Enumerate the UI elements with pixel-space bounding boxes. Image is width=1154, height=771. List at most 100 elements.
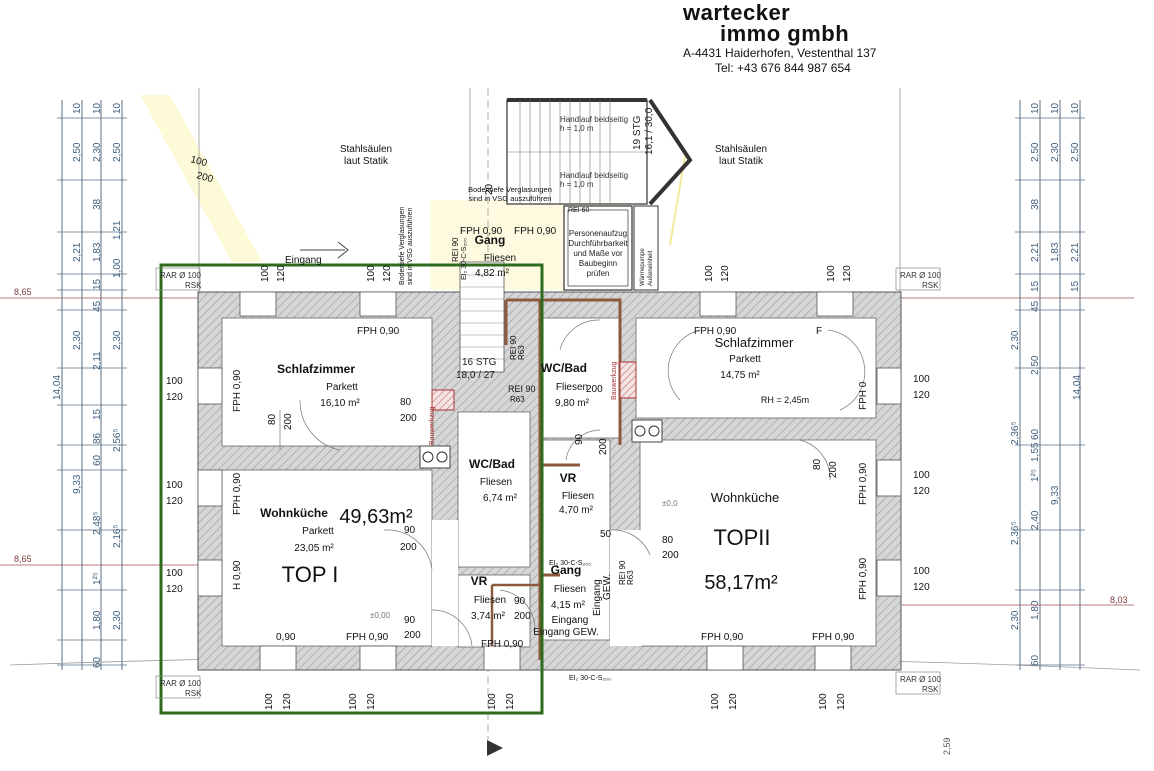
opening-dim: 120	[166, 584, 183, 595]
dim-label: 60	[1030, 428, 1041, 440]
opening-dim: 120	[276, 265, 287, 282]
level-label-right: 8,03	[1110, 595, 1128, 605]
rar-label: RAR Ø 100	[900, 675, 941, 684]
opening-dim: 120	[720, 265, 731, 282]
opening-dim: 120	[913, 582, 930, 593]
room-area: 3,74 m²	[471, 611, 506, 622]
opening-dim: 100	[348, 693, 359, 710]
heatpump-label: Außeneinheit	[648, 250, 654, 286]
opening-dim: 120	[836, 693, 847, 710]
opening-dim: 100	[264, 693, 275, 710]
dim-label: 1,55	[1030, 442, 1041, 462]
opening-dim: 100	[487, 693, 498, 710]
staircase-inner: 16 STG 18,0 / 27	[456, 261, 505, 381]
opening-dim: 100	[166, 480, 183, 491]
dim-total-left: 14,04	[52, 375, 63, 400]
dim-label: 9,33	[1050, 485, 1061, 505]
entrance-gew-vertical: GEW.	[602, 574, 613, 600]
dim-label: 10	[112, 102, 123, 114]
door-dim: 80	[400, 397, 412, 408]
door-dim: 200	[586, 384, 603, 395]
left-dimension-labels: 10 2,50 2,21 1,00 45 2,30 2,11 15 60 9,3…	[52, 102, 123, 668]
door-swings	[279, 319, 866, 647]
opening-dim: 120	[913, 390, 930, 401]
room-floor: Fliesen	[480, 477, 512, 488]
room-name: Wohnküche	[260, 506, 328, 520]
dim-label: 1,83	[92, 242, 103, 262]
entrance-label: Eingang	[552, 615, 589, 626]
dim-label: 2,30	[1010, 610, 1021, 630]
glazing-note: sind in VSG auszuführen	[469, 194, 552, 203]
elevator-note: Baubeginn	[579, 259, 617, 268]
rar-label: RSK	[185, 689, 202, 698]
dim-label: 1,80	[1030, 600, 1041, 620]
steel-columns-note: laut Statik	[344, 156, 389, 167]
fph-label: F	[816, 326, 822, 337]
room-floor: Parkett	[302, 526, 334, 537]
opening-dim: 120	[505, 693, 516, 710]
opening-dim: 100	[818, 693, 829, 710]
handlauf-top-height: h = 1,0 m	[560, 124, 594, 133]
steel-columns-note: Stahlsäulen	[715, 144, 767, 155]
door-dim: 200	[662, 550, 679, 561]
dim-label: 2,21	[72, 242, 83, 262]
door-dim: 80	[812, 458, 823, 470]
room-vr-1	[457, 574, 531, 648]
steel-columns-note: Stahlsäulen	[340, 144, 392, 155]
dim-label: 1,83	[1050, 242, 1061, 262]
dim-label: 2,11	[92, 351, 103, 370]
door-dim: 200	[400, 413, 417, 424]
opening-dim: 100	[826, 265, 837, 282]
room-schlafzimmer-1	[221, 317, 433, 447]
top1-area: 49,63m²	[339, 506, 413, 528]
top1-label: TOP I	[282, 562, 339, 587]
rar-label: RSK	[185, 281, 202, 290]
fire-rating-label: EI₂ 30-C-S₂₀₀	[569, 675, 611, 682]
room-name: VR	[471, 574, 488, 588]
fire-rating-label: REI 90	[618, 560, 627, 585]
door-dim: 80	[267, 413, 278, 425]
company-logo: wartecker immo gmbh A-4431 Haiderhofen, …	[683, 2, 913, 76]
fph-label: FPH 0,90	[812, 632, 855, 643]
door-dim: 200	[828, 461, 839, 478]
opening-dim: 120	[166, 496, 183, 507]
dim-label: 10	[1030, 102, 1041, 114]
elevator-note: prüfen	[587, 269, 610, 278]
dim-label: 15	[92, 408, 103, 420]
door-dim: 200	[514, 611, 531, 622]
fph-label: FPH 0,90	[694, 326, 737, 337]
fire-rating-label: REI 60	[568, 207, 590, 214]
room-wohnkueche-2	[639, 439, 877, 647]
entrance-gew-label: Eingang GEW.	[533, 627, 599, 638]
fph-label: FPH 0	[858, 381, 869, 410]
room-name: Schlafzimmer	[277, 362, 355, 376]
opening-dim: 120	[382, 265, 393, 282]
scale-note: 2,59	[942, 737, 952, 755]
stair-dim-label: 16,1 / 30,0	[644, 107, 655, 155]
fph-label: FPH 0,90	[357, 326, 400, 337]
fph-label: FPH 0,90	[481, 639, 524, 650]
door-dim: 200	[404, 630, 421, 641]
room-floor: Parkett	[729, 354, 761, 365]
building-walls	[197, 291, 902, 671]
dim-label: 45	[1030, 300, 1041, 312]
top1-highlight-frame	[159, 263, 544, 715]
door-dim: 200	[598, 438, 609, 455]
company-name-line2: immo gmbh	[720, 21, 850, 46]
fph-label: FPH 0,90	[232, 472, 243, 515]
door-dim: 200	[283, 413, 294, 430]
dim-label: 2,30	[1010, 330, 1021, 350]
dim-label: 10	[92, 102, 103, 114]
glazing-note-vertical: Bodentiefe Verglasungen	[399, 207, 406, 285]
room-area: 6,74 m²	[483, 493, 518, 504]
fph-label: 0,90	[276, 632, 296, 643]
rar-label: RAR Ø 100	[160, 679, 201, 688]
rar-labels: RAR Ø 100 RSK RAR Ø 100 RSK RAR Ø 100 RS…	[155, 267, 941, 699]
common-labels: Gang Fliesen 4,82 m² Gang Fliesen 4,15 m…	[285, 144, 767, 682]
glazing-note: Bodentiefe Verglasungen	[468, 185, 552, 194]
dim-total-right: 14,04	[1072, 375, 1083, 400]
entry-arrows: 2,59	[300, 241, 952, 756]
dim-label: 2,40	[1030, 510, 1041, 530]
room-floor: Fliesen	[484, 253, 516, 264]
dim-label: 2,50	[72, 142, 83, 162]
